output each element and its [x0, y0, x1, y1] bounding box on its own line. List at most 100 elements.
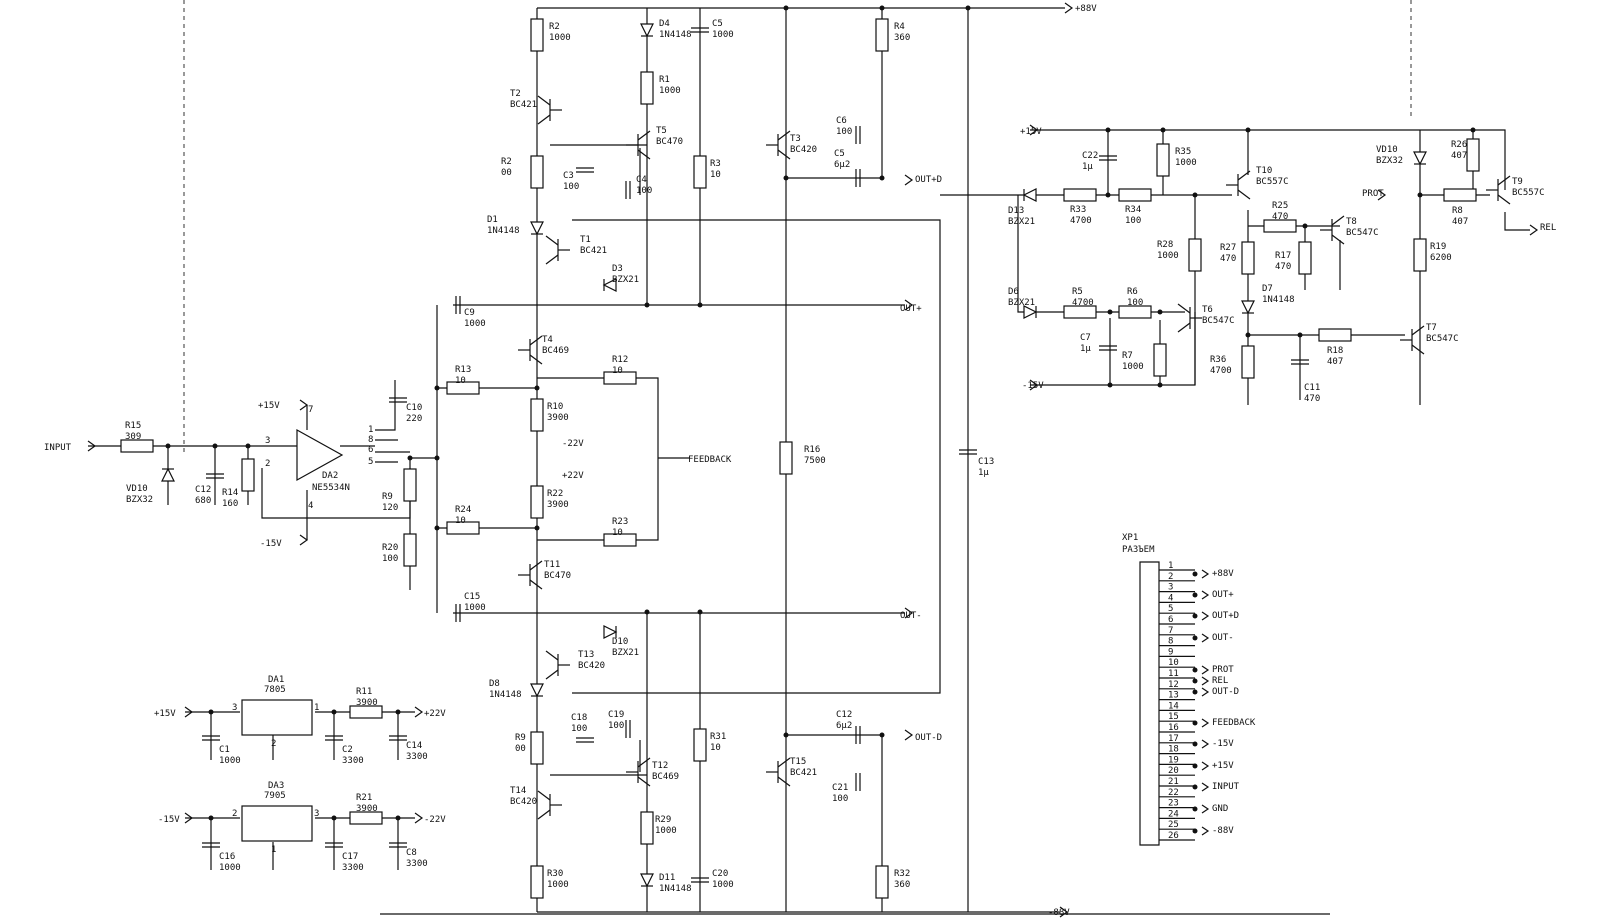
transistor-t14-ref: T14 [510, 786, 526, 796]
resistor-r21-ref: R21 [356, 793, 372, 803]
connector-pin-1: 1 [1159, 561, 1195, 571]
capacitor-c12b-ref: C12 [836, 710, 852, 720]
connector-pin-21: 21 [1159, 777, 1195, 787]
connector-pin-number: 22 [1168, 788, 1179, 798]
net-label-fb: FEEDBACK [688, 455, 732, 465]
opamp-pin-6: 6 [368, 445, 373, 455]
connector-signal-label: OUT-D [1212, 687, 1239, 697]
net-label-outpd: OUT+D [915, 175, 942, 185]
opamp-ref: DA2 [322, 471, 338, 481]
opamp-pin-3: 3 [265, 436, 270, 446]
connector-pin-24: 24 [1159, 809, 1195, 819]
net-label-plus88: +88V [1075, 4, 1097, 14]
transistor-t3-ref: T3 [790, 134, 801, 144]
net-label-input: INPUT [44, 443, 72, 453]
transistor-t7-value: BC547C [1426, 334, 1459, 344]
transistor-t6-value: BC547C [1202, 316, 1235, 326]
resistor-r29-ref: R29 [655, 815, 671, 825]
resistor-r34-ref: R34 [1125, 205, 1141, 215]
connector-pin-15: 15 [1159, 712, 1195, 722]
transistor-t10-ref: T10 [1256, 166, 1272, 176]
resistor-r4-ref: R4 [894, 22, 905, 32]
resistor-r26-value: 407 [1451, 151, 1467, 161]
resistor-r31-value: 10 [710, 743, 721, 753]
transistor-t13-value: BC420 [578, 661, 605, 671]
transistor-t15-value: BC421 [790, 768, 817, 778]
transistor-t7-ref: T7 [1426, 323, 1437, 333]
connector-signal-label: PROT [1212, 665, 1234, 675]
resistor-r4-value: 360 [894, 33, 910, 43]
transistor-t1-value: BC421 [580, 246, 607, 256]
connector-signal: OUT+D [1192, 611, 1239, 621]
connector-signal: OUT-D [1192, 687, 1239, 697]
connector-pin-23: 23 [1159, 799, 1195, 809]
resistor-r28-value: 1000 [1157, 251, 1179, 261]
capacitor-c8-ref: C8 [406, 848, 417, 858]
opamp-pin-5: 5 [368, 457, 373, 467]
resistor-r20-value: 100 [382, 554, 398, 564]
resistor-r9b-value: 00 [515, 744, 526, 754]
resistor-r15-value: 309 [125, 432, 141, 442]
connector-pin-number: 13 [1168, 691, 1179, 701]
port-arrow [184, 812, 194, 824]
connector-signal-label: OUT+ [1212, 590, 1234, 600]
resistor-r16-value: 7500 [804, 456, 826, 466]
port-arrow [904, 299, 914, 311]
diode-d1-ref: D1 [487, 215, 498, 225]
connector-pin-number: 25 [1168, 820, 1179, 830]
resistor-r22-ref: R22 [547, 489, 563, 499]
net-label-minus22-reg: -22V [424, 815, 446, 825]
resistor-r7-ref: R7 [1122, 351, 1133, 361]
capacitor-c5-value: 1000 [712, 30, 734, 40]
transistor-t2-ref: T2 [510, 89, 521, 99]
port-arrow [414, 812, 424, 824]
connector-signal: GND [1192, 804, 1228, 814]
resistor-r2b-ref: R2 [501, 157, 512, 167]
resistor-r9b-ref: R9 [515, 733, 526, 743]
resistor-r24-value: 10 [455, 516, 466, 526]
resistor-r5-value: 4700 [1072, 298, 1094, 308]
diode-d6-ref: D6 [1008, 287, 1019, 297]
net-label-plus22-reg: +22V [424, 709, 446, 719]
connector-signal-label: INPUT [1212, 782, 1240, 792]
capacitor-c7-value: 1μ [1080, 344, 1091, 354]
capacitor-c5b-value: 6μ2 [834, 160, 850, 170]
connector-signal-label: GND [1212, 804, 1228, 814]
resistor-r8-value: 407 [1452, 217, 1468, 227]
connector-signal: +88V [1192, 569, 1234, 579]
capacitor-c12-value: 680 [195, 496, 211, 506]
connector-pin-25: 25 [1159, 820, 1195, 830]
connector-xp1: XP1 РАЗЪЕМ [1122, 533, 1155, 555]
resistor-r5-ref: R5 [1072, 287, 1083, 297]
resistor-r17-ref: R17 [1275, 251, 1291, 261]
capacitor-c2-ref: C2 [342, 745, 353, 755]
net-label-minus88: -88V [1048, 908, 1070, 918]
capacitor-c19-value: 100 [608, 721, 624, 731]
connector-pin-number: 10 [1168, 658, 1179, 668]
